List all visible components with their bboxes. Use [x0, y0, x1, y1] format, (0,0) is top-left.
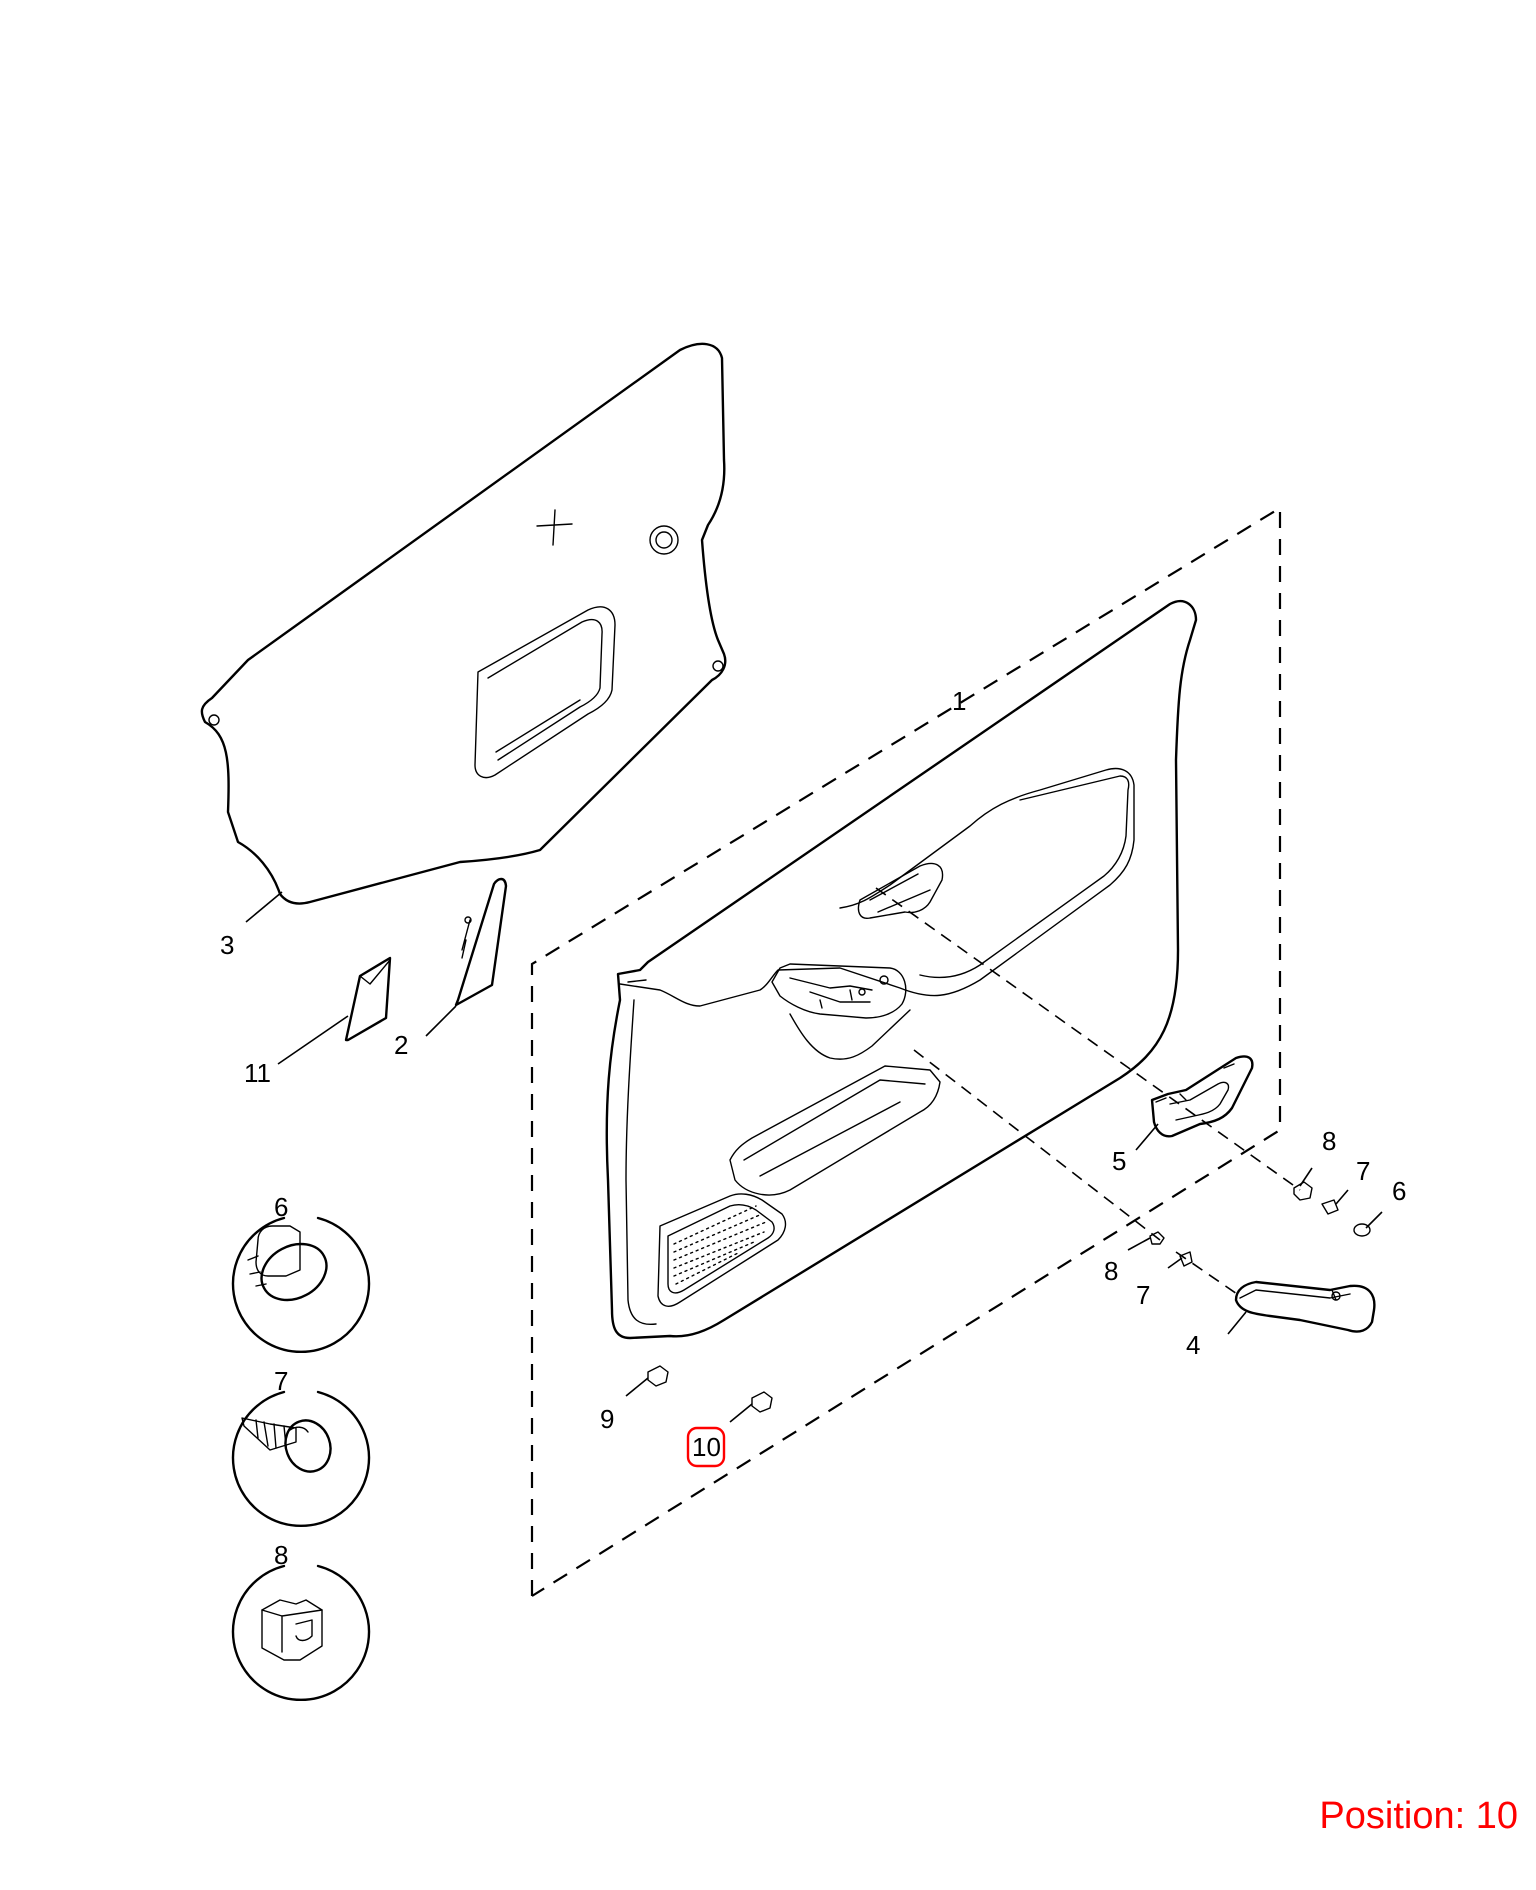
detail-callout-6[interactable]: 6	[274, 1192, 288, 1222]
detail-view-6[interactable]	[231, 1216, 371, 1354]
assembly-lines	[875, 887, 1301, 1297]
callout-7-right[interactable]: 7	[1356, 1156, 1370, 1186]
detail-callout-8[interactable]: 8	[274, 1540, 288, 1570]
part-4-pull-handle[interactable]	[1234, 1280, 1376, 1333]
callout-10[interactable]: 10	[692, 1432, 721, 1462]
callout-4[interactable]: 4	[1186, 1330, 1200, 1360]
callout-2[interactable]: 2	[394, 1030, 408, 1060]
callout-5[interactable]: 5	[1112, 1146, 1126, 1176]
fastener-8-center[interactable]	[1149, 1231, 1165, 1245]
detail-view-8[interactable]	[231, 1564, 371, 1702]
callout-8-right[interactable]: 8	[1322, 1126, 1336, 1156]
part-2-trim-piece[interactable]	[454, 877, 508, 1007]
part-5-handle-bezel[interactable]	[1150, 1055, 1254, 1138]
callout-7-center[interactable]: 7	[1136, 1280, 1150, 1310]
fastener-7-center[interactable]	[1179, 1251, 1193, 1267]
part-1-door-trim-panel[interactable]	[605, 599, 1198, 1340]
fastener-7-right[interactable]	[1321, 1199, 1339, 1215]
fastener-8-right[interactable]	[1293, 1181, 1313, 1201]
fastener-9[interactable]	[647, 1365, 669, 1387]
selected-callout-highlight	[686, 1426, 726, 1468]
callout-6-right[interactable]: 6	[1392, 1176, 1406, 1206]
callout-9[interactable]: 9	[600, 1404, 614, 1434]
position-readout: Position: 10	[1319, 1795, 1518, 1837]
assembly-boundary	[530, 506, 1282, 1597]
callout-1[interactable]: 1	[952, 686, 966, 716]
callout-3[interactable]: 3	[220, 930, 234, 960]
fastener-6-right[interactable]	[1353, 1223, 1371, 1237]
part-11-trim-piece[interactable]	[344, 956, 392, 1042]
fastener-10[interactable]	[751, 1391, 773, 1413]
callout-11[interactable]: 11	[244, 1058, 271, 1088]
leader-lines	[245, 891, 1383, 1423]
detail-callout-7[interactable]: 7	[274, 1366, 288, 1396]
detail-view-7[interactable]	[231, 1390, 371, 1528]
callout-8-center[interactable]: 8	[1104, 1256, 1118, 1286]
part-3-insulation-panel[interactable]	[200, 342, 727, 905]
